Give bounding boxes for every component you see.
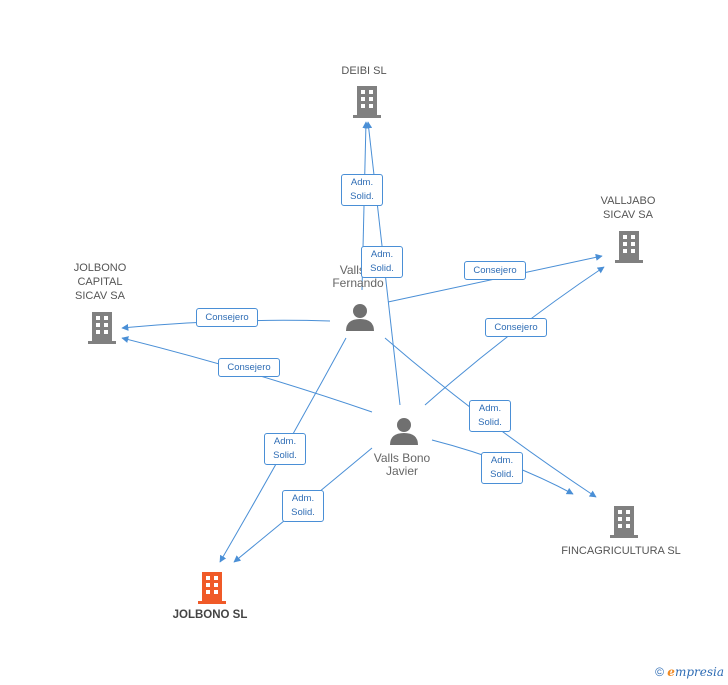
edge-label-adm-solid: Adm. Solid. — [282, 490, 324, 522]
brand-footer[interactable]: © empresia — [655, 665, 724, 679]
edge-label-adm-solid: Adm. Solid. — [341, 174, 383, 206]
building-icon-jolbono — [198, 572, 226, 604]
company-label-deibi[interactable]: DEIBI SL — [341, 65, 387, 77]
edge-label-adm-solid: Adm. Solid. — [469, 400, 511, 432]
edge-label-adm-solid: Adm. Solid. — [264, 433, 306, 465]
company-label-jolbono[interactable]: JOLBONO SL — [172, 609, 248, 621]
brand-name: mpresia — [674, 665, 724, 679]
edge-label-consejero: Consejero — [464, 261, 526, 280]
building-icon-fincagricultura — [610, 506, 638, 538]
edge-label-adm-solid: Adm. Solid. — [481, 452, 523, 484]
copyright-icon: © — [655, 665, 664, 679]
edge-label-consejero: Consejero — [196, 308, 258, 327]
person-icon-javier — [390, 418, 418, 445]
edge-label-consejero: Consejero — [218, 358, 280, 377]
building-icon-deibi — [353, 86, 381, 118]
person-icon-fernando — [346, 304, 374, 331]
building-icon-jolbono-capital — [88, 312, 116, 344]
brand-logo-e: e — [667, 665, 675, 679]
company-label-fincagricultura[interactable]: FINCAGRICULTURA SL — [561, 545, 681, 557]
edge-label-adm-solid: Adm. Solid. — [361, 246, 403, 278]
edge-label-consejero: Consejero — [485, 318, 547, 337]
building-icon-valljabo — [615, 231, 643, 263]
company-label-valljabo[interactable]: VALLJABO SICAV SA — [600, 195, 656, 221]
person-label-javier[interactable]: Valls Bono Javier — [373, 451, 431, 478]
company-label-jolbono-capital[interactable]: JOLBONO CAPITAL SICAV SA — [73, 262, 127, 302]
